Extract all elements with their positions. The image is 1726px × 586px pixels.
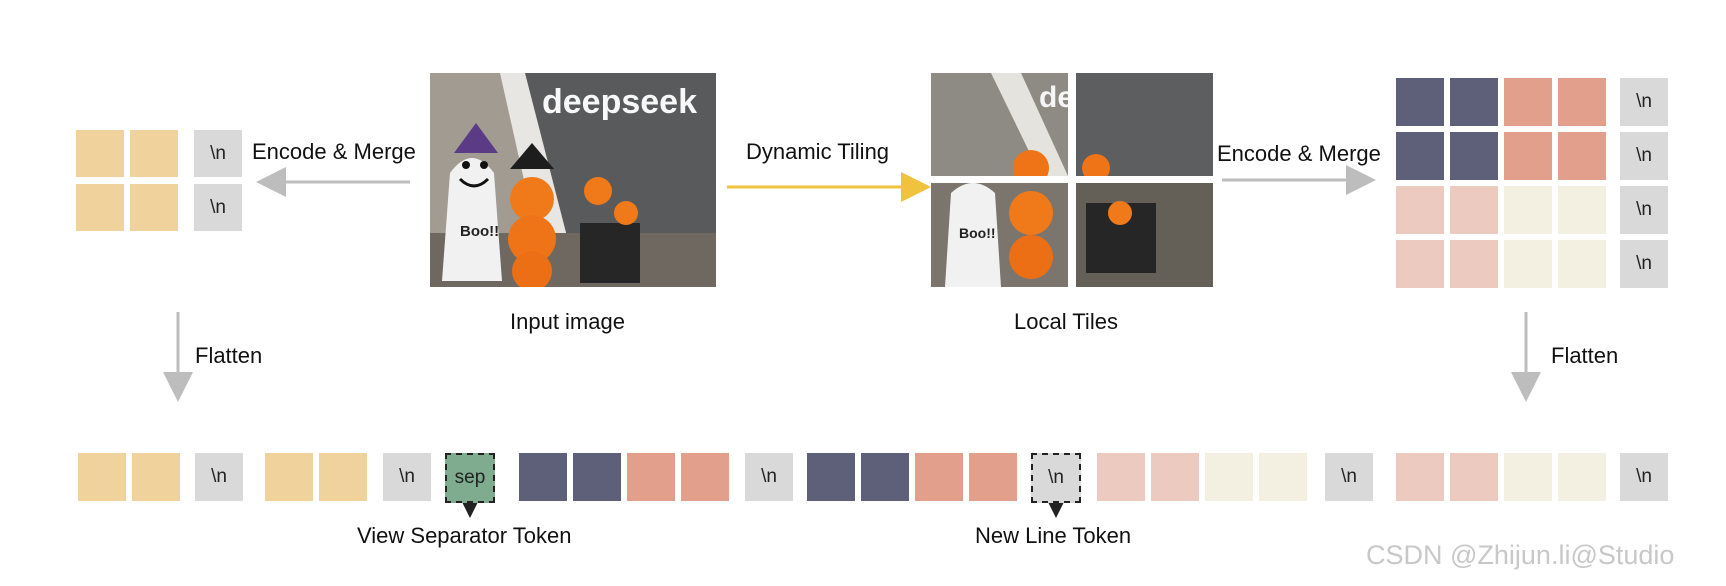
local-tile	[1076, 183, 1213, 287]
global-token	[130, 130, 178, 177]
label-flatten-left: Flatten	[195, 343, 263, 368]
label-flatten-right: Flatten	[1551, 343, 1619, 368]
local-token	[1504, 186, 1552, 234]
local-token	[1259, 453, 1307, 501]
boo-text: Boo!!	[959, 225, 996, 241]
global-token	[78, 453, 126, 501]
newline-token: \n	[1620, 186, 1668, 234]
local-token	[1558, 453, 1606, 501]
local-token	[1396, 240, 1444, 288]
local-token	[1504, 132, 1552, 180]
local-token	[1151, 453, 1199, 501]
local-token	[1450, 78, 1498, 126]
new-line-token-highlight: \n	[1031, 453, 1081, 503]
input-image: deepseek Boo!!	[430, 73, 716, 287]
local-token	[1450, 453, 1498, 501]
newline-token: \n	[194, 184, 242, 231]
local-token	[1205, 453, 1253, 501]
local-token	[1504, 78, 1552, 126]
brand-sign: deepseek	[542, 83, 697, 121]
local-tile	[1076, 73, 1213, 176]
local-token	[1396, 132, 1444, 180]
global-token	[76, 130, 124, 177]
local-tile: Boo!!	[931, 183, 1068, 287]
local-token	[969, 453, 1017, 501]
boo-text: Boo!!	[460, 223, 500, 240]
local-token	[627, 453, 675, 501]
label-input-image: Input image	[510, 309, 625, 334]
newline-token: \n	[383, 453, 431, 501]
local-token	[573, 453, 621, 501]
newline-token: \n	[194, 130, 242, 177]
local-token	[1504, 240, 1552, 288]
newline-token: \n	[1620, 78, 1668, 126]
local-token	[1558, 78, 1606, 126]
local-token	[1558, 186, 1606, 234]
global-token	[265, 453, 313, 501]
global-token	[132, 453, 180, 501]
local-token	[1558, 132, 1606, 180]
global-token	[76, 184, 124, 231]
global-token	[319, 453, 367, 501]
local-token	[807, 453, 855, 501]
local-token	[861, 453, 909, 501]
local-tile: deepseek	[931, 73, 1068, 176]
label-encode-merge-left: Encode & Merge	[252, 139, 416, 164]
view-separator-token: sep	[445, 453, 495, 503]
label-dynamic-tiling: Dynamic Tiling	[746, 139, 890, 164]
local-token	[519, 453, 567, 501]
newline-token: \n	[745, 453, 793, 501]
label-local-tiles: Local Tiles	[1014, 309, 1118, 334]
local-token	[1450, 132, 1498, 180]
label-view-separator-token: View Separator Token	[357, 523, 572, 548]
local-token	[915, 453, 963, 501]
newline-token: \n	[1620, 132, 1668, 180]
local-token	[681, 453, 729, 501]
local-token	[1396, 186, 1444, 234]
brand-sign: deepseek	[1039, 81, 1068, 114]
newline-token: \n	[1620, 240, 1668, 288]
local-token	[1450, 186, 1498, 234]
newline-token: \n	[195, 453, 243, 501]
newline-token: \n	[1325, 453, 1373, 501]
input-photo-drawing	[430, 73, 716, 287]
watermark: CSDN @Zhijun.li@Studio	[1366, 540, 1675, 570]
newline-token: \n	[1620, 453, 1668, 501]
local-token	[1504, 453, 1552, 501]
local-token	[1097, 453, 1145, 501]
global-token	[130, 184, 178, 231]
label-new-line-token: New Line Token	[975, 523, 1132, 548]
local-token	[1396, 78, 1444, 126]
local-token	[1450, 240, 1498, 288]
label-encode-merge-right: Encode & Merge	[1217, 141, 1381, 166]
local-token	[1396, 453, 1444, 501]
local-token	[1558, 240, 1606, 288]
